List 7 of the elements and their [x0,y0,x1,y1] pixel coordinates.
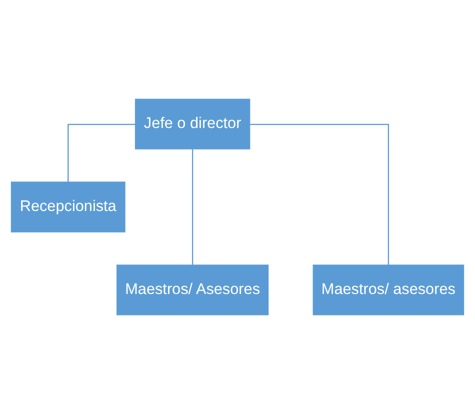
node-box: Maestros/ asesores [312,264,464,316]
connector [192,149,194,265]
connector [250,124,390,265]
connector [68,124,136,182]
node-box: Maestros/ Asesores [116,264,269,316]
node-box: Jefe o director [134,98,250,150]
node-box: Recepcionista [10,182,126,232]
